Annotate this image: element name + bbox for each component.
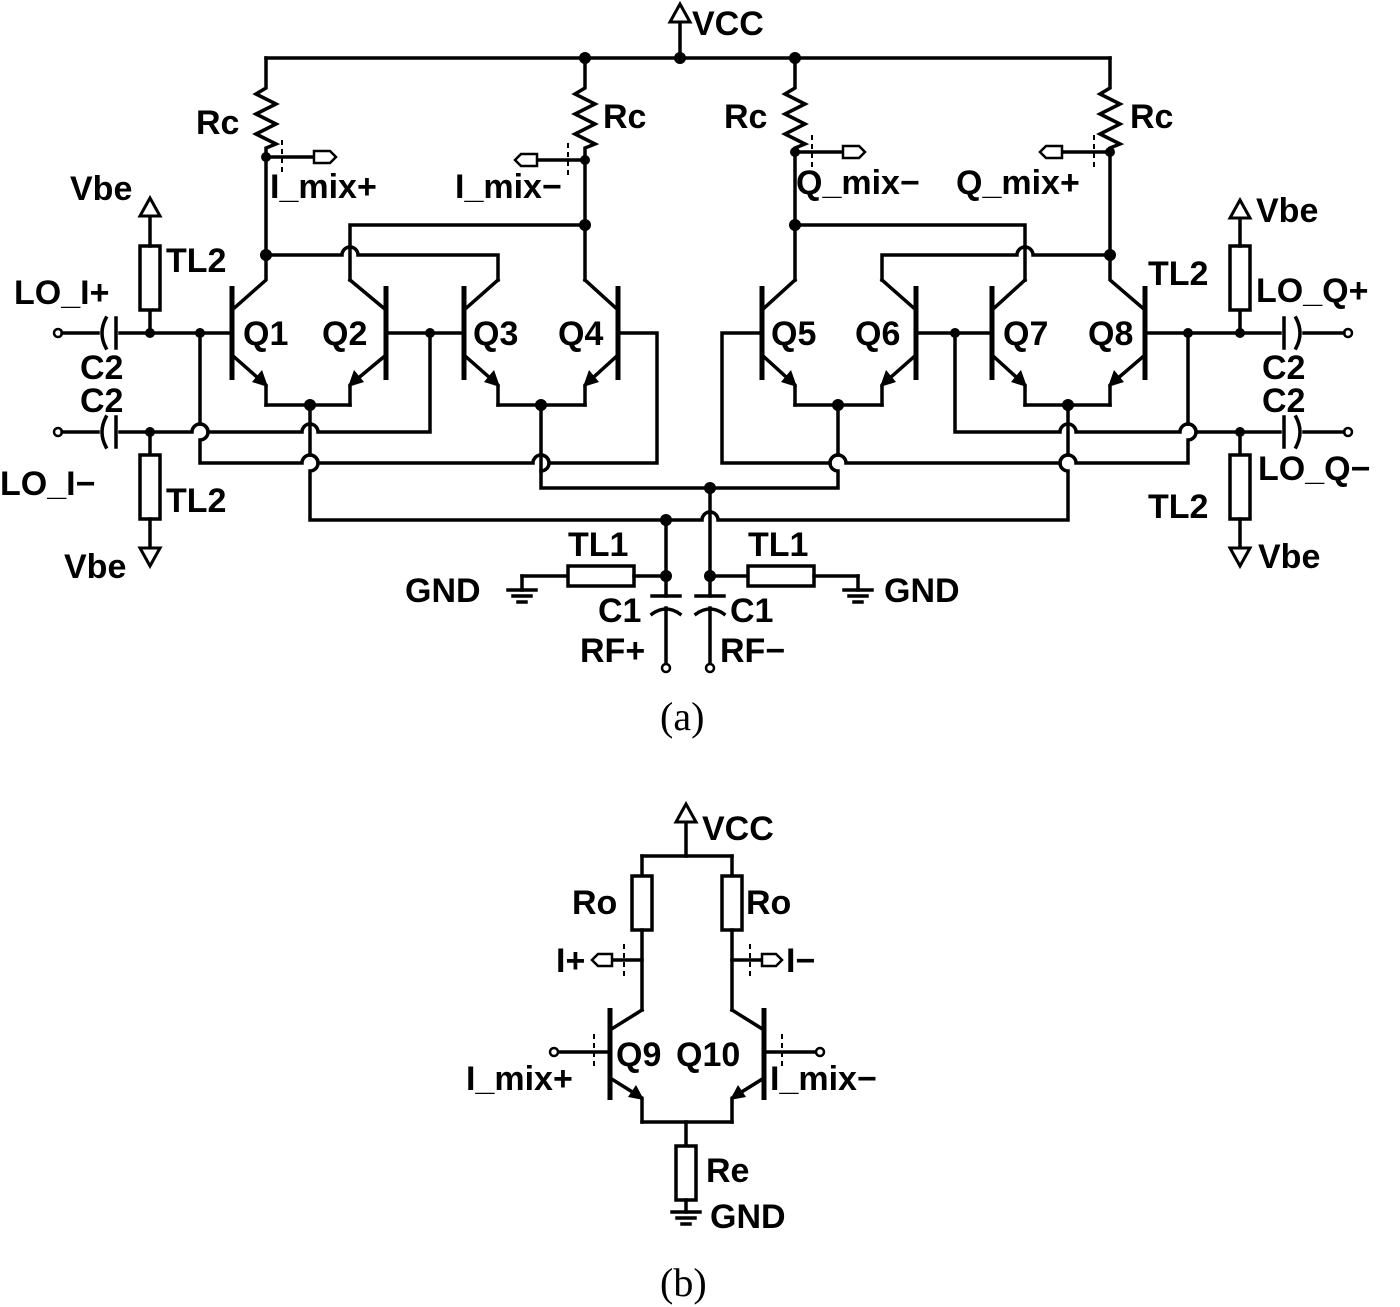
rf-section: GND TL1 GND TL1 C1 C1 RF+ RF−	[405, 486, 960, 674]
c1-label-left: C1	[598, 592, 641, 630]
vbe-label-i-top: Vbe	[70, 170, 132, 208]
q9-label: Q9	[616, 1036, 661, 1074]
transistor-q2: Q2	[322, 277, 389, 407]
rf-minus-label: RF−	[720, 632, 785, 670]
gnd-label-a-right: GND	[884, 572, 960, 610]
transistor-q7: Q7	[989, 277, 1048, 407]
tl1-label-right: TL1	[748, 526, 808, 564]
c2-label-i-2: C2	[80, 382, 123, 420]
ro-label-right: Ro	[746, 884, 791, 922]
vbe-label-q-bottom: Vbe	[1258, 538, 1320, 576]
output-pins-a: I_mix+ I_mix− Q_mix− Q_mix+	[261, 135, 1115, 206]
tl1-label-left: TL1	[568, 526, 628, 564]
ro-resistors: Ro Ro	[572, 854, 791, 1012]
panel-a: VCC Rc Rc Rc Rc I_mix+ I_mix−	[0, 0, 1370, 739]
c1-label-right: C1	[730, 592, 773, 630]
caption-b: (b)	[660, 1260, 707, 1305]
transistor-q5: Q5	[759, 277, 816, 407]
q8-label: Q8	[1088, 315, 1133, 353]
transistor-q9: Q9 I_mix+	[466, 1007, 661, 1124]
vbe-label-q-top: Vbe	[1256, 192, 1318, 230]
lo-i-minus-label: LO_I−	[0, 465, 95, 503]
tl2-label-i-top: TL2	[166, 242, 226, 280]
lo-q-minus-label: LO_Q−	[1258, 450, 1370, 488]
q-mix-minus-label: Q_mix−	[796, 164, 920, 202]
tl2-label-q-bottom: TL2	[1148, 488, 1208, 526]
transistor-q8: Q8	[1088, 253, 1148, 407]
q7-label: Q7	[1003, 315, 1048, 353]
q2-label: Q2	[322, 315, 367, 353]
i-outputs-b: I+ I−	[556, 942, 815, 980]
tl2-label-i-bottom: TL2	[166, 482, 226, 520]
transistor-q1: Q1	[229, 253, 288, 407]
gnd-label-b: GND	[710, 1198, 786, 1236]
re-label: Re	[706, 1152, 749, 1190]
vbe-label-i-bottom: Vbe	[64, 548, 126, 586]
transistor-q4: Q4	[558, 277, 621, 407]
rc-label-1: Rc	[196, 104, 239, 142]
panel-b: VCC Ro Ro I+ I−	[466, 800, 877, 1305]
caption-a: (a)	[660, 694, 704, 739]
c2-label-q-1: C2	[1262, 349, 1305, 387]
q3-label: Q3	[473, 315, 518, 353]
i-mix-plus-label-b: I_mix+	[466, 1060, 573, 1098]
rc-label-4: Rc	[1130, 98, 1173, 136]
vcc-label-b: VCC	[702, 810, 774, 848]
q-mix-plus-label: Q_mix+	[956, 164, 1080, 202]
rc-resistors: Rc Rc Rc Rc	[196, 56, 1173, 282]
vcc-label-a: VCC	[692, 5, 764, 43]
lo-q-plus-label: LO_Q+	[1256, 272, 1368, 310]
c2-label-i-1: C2	[80, 349, 123, 387]
tl2-label-q-top: TL2	[1148, 255, 1208, 293]
lo-i-plus-label: LO_I+	[14, 274, 109, 312]
rc-label-3: Rc	[724, 98, 767, 136]
q6-label: Q6	[855, 315, 900, 353]
vcc-supply-a: VCC	[264, 0, 1112, 64]
transistor-q10: Q10 I_mix−	[676, 1007, 877, 1124]
q4-label: Q4	[558, 315, 603, 353]
rf-plus-label: RF+	[580, 632, 645, 670]
tail-re: Re GND	[640, 1120, 786, 1236]
q10-label: Q10	[676, 1036, 740, 1074]
gnd-label-a-left: GND	[405, 572, 481, 610]
i-plus-label: I+	[556, 942, 585, 980]
transistor-q3: Q3	[461, 277, 518, 407]
i-minus-label: I−	[786, 942, 815, 980]
i-mix-plus-label: I_mix+	[270, 168, 377, 206]
transistor-q6: Q6	[855, 277, 919, 407]
emitter-nodes	[264, 399, 1112, 411]
collector-wiring	[260, 219, 1116, 282]
ro-label-left: Ro	[572, 884, 617, 922]
lo-i-inputs: Vbe TL2 LO_I+ C2 C2 LO_I− TL2 Vbe	[0, 170, 226, 586]
q1-label: Q1	[243, 315, 288, 353]
q5-label: Q5	[771, 315, 816, 353]
i-mix-minus-label: I_mix−	[455, 168, 562, 206]
c2-label-q-2: C2	[1262, 382, 1305, 420]
i-mix-minus-label-b: I_mix−	[770, 1060, 877, 1098]
rc-label-2: Rc	[603, 98, 646, 136]
lo-q-inputs: Vbe TL2 LO_Q+ C2 C2 LO_Q− TL2 Vbe	[1148, 192, 1370, 576]
